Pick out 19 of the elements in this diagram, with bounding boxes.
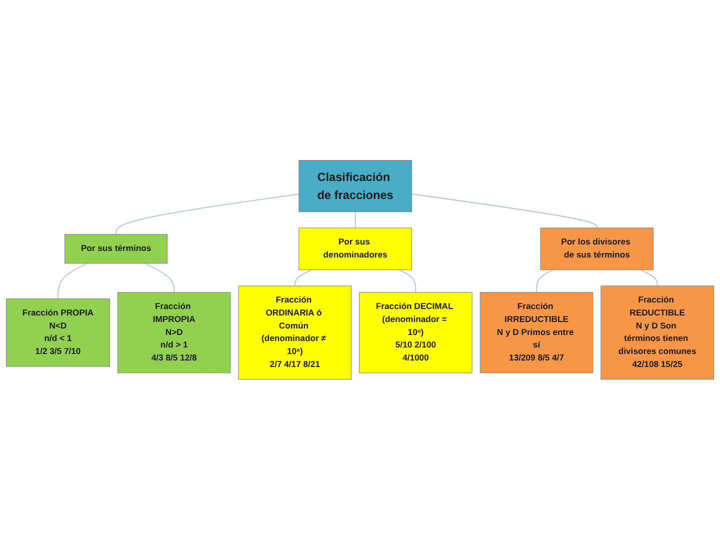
node-box: Fracción PROPIA N<D n/d < 1 1/2 3/5 7/10 (6, 298, 110, 367)
node-box: Por los divisores de sus términos (540, 228, 654, 270)
node-box: Fracción DECIMAL (denominador = 10ⁿ) 5/10 2/100 4/1000 (359, 292, 472, 374)
node-box: Por sus términos (64, 234, 168, 264)
connector (412, 194, 598, 228)
node-box: Fracción REDUCTIBLE N y D Son términos tienen divisores comunes 42/108 15/25 (600, 286, 714, 380)
connector (398, 270, 416, 293)
node-box: Por sus denominadores (298, 228, 412, 270)
connector (640, 270, 658, 286)
connector (116, 194, 299, 235)
node-box: Fracción IMPROPIA N>D n/d > 1 4/3 8/5 12/8 (117, 292, 231, 374)
node-box: Clasificación de fracciones (298, 160, 412, 212)
node-box: Fracción IRREDUCTIBLE N y D Primos entre sí 13/209 8/5 4/7 (480, 292, 594, 374)
connector (354, 212, 356, 228)
node-box: Fracción ORDINARIA ó Común (denominador ≠ 10ⁿ) 2/7 4/17 8/21 (238, 286, 352, 380)
connector (536, 270, 554, 293)
connector (144, 263, 175, 293)
connector (294, 270, 312, 286)
connector (57, 263, 88, 299)
